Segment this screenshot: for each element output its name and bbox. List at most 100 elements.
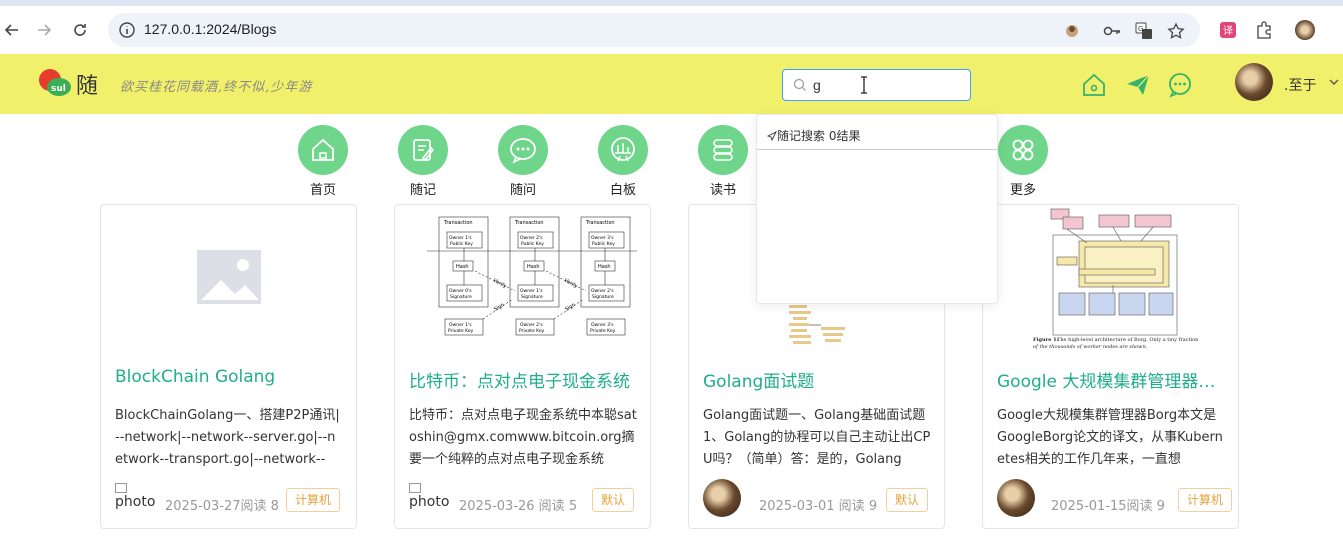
- svg-text:Public Key: Public Key: [521, 241, 544, 247]
- nav-home[interactable]: 首页: [293, 125, 353, 198]
- svg-text:Public Key: Public Key: [450, 241, 473, 247]
- svg-text:Private Key: Private Key: [448, 328, 474, 334]
- note-icon: [398, 125, 448, 175]
- more-icon: [998, 125, 1048, 175]
- extension-translate-icon[interactable]: 译: [1218, 20, 1238, 40]
- card-meta: photo 2025-03-26 阅读 5 默认: [409, 483, 639, 517]
- blog-card[interactable]: BlockChain Golang BlockChainGolang一、搭建P2…: [100, 204, 357, 529]
- send-arrow-icon: [766, 130, 778, 142]
- forward-icon[interactable]: [32, 18, 56, 42]
- borg-architecture-image: Figure 1: The high-level architecture of…: [983, 205, 1238, 355]
- card-meta: 2025-01-15阅读 9 计算机: [997, 479, 1233, 517]
- card-meta: photo 2025-03-27阅读 8 计算机: [115, 483, 345, 517]
- card-summary: Google大规模集群管理器Borg本文是GoogleBorg论文的译文，从事K…: [997, 408, 1223, 467]
- nav-questions[interactable]: 随问: [493, 125, 553, 198]
- svg-text:Owner 0's: Owner 0's: [449, 288, 472, 294]
- book-icon: [698, 125, 748, 175]
- category-tag[interactable]: 计算机: [286, 488, 341, 512]
- svg-text:Verify: Verify: [492, 278, 507, 290]
- blog-card[interactable]: Figure 1: The high-level architecture of…: [982, 204, 1239, 529]
- address-bar[interactable]: 127.0.0.1:2024/Blogs G: [108, 13, 1200, 47]
- category-tag[interactable]: 计算机: [1178, 488, 1233, 512]
- site-slogan: 欲买桂花同载酒,终不似,少年游: [120, 80, 313, 95]
- browser-toolbar: 127.0.0.1:2024/Blogs G 译: [0, 6, 1343, 54]
- card-title[interactable]: 比特币：点对点电子现金系统: [409, 372, 630, 392]
- bookmark-star-icon[interactable]: [1166, 21, 1186, 41]
- svg-text:Owner 1's: Owner 1's: [449, 235, 472, 241]
- search-input[interactable]: [813, 74, 963, 96]
- svg-text:Signature: Signature: [521, 294, 543, 300]
- svg-text:Transaction: Transaction: [443, 220, 473, 226]
- svg-text:G: G: [1138, 25, 1143, 33]
- divider: [757, 149, 997, 150]
- nav-reading[interactable]: 读书: [693, 125, 753, 198]
- home-icon[interactable]: [1081, 72, 1107, 98]
- text-cursor-icon: [861, 76, 867, 94]
- site-info-icon[interactable]: [118, 21, 136, 39]
- author-photo-broken: photo: [115, 483, 155, 509]
- site-header: sul 随 欲买桂花同载酒,终不似,少年游 .至于: [0, 54, 1343, 114]
- svg-text:Owner 2's: Owner 2's: [591, 288, 614, 294]
- svg-text:Hash: Hash: [598, 264, 611, 270]
- nav-label: 更多: [1009, 183, 1036, 198]
- svg-text:sul: sul: [51, 84, 66, 94]
- card-summary: BlockChainGolang一、搭建P2P通讯|--network|--ne…: [115, 408, 340, 467]
- svg-text:Private Key: Private Key: [590, 328, 616, 334]
- svg-text:Owner 3's: Owner 3's: [591, 235, 614, 241]
- url-text: 127.0.0.1:2024/Blogs: [144, 21, 277, 37]
- svg-text:Signature: Signature: [450, 294, 472, 300]
- svg-text:Figure 1:: Figure 1:: [1033, 337, 1059, 343]
- nav-label: 随问: [509, 183, 536, 198]
- nav-label: 随记: [409, 183, 436, 198]
- category-tag[interactable]: 默认: [886, 488, 929, 512]
- search-icon: [793, 78, 806, 91]
- logo-text: 随: [76, 74, 99, 99]
- svg-text:Owner 3's: Owner 3's: [591, 322, 614, 328]
- card-title[interactable]: Golang面试题: [703, 372, 815, 392]
- back-icon[interactable]: [0, 18, 24, 42]
- reload-icon[interactable]: [68, 18, 92, 42]
- svg-text:Private Key: Private Key: [519, 328, 545, 334]
- chevron-down-icon[interactable]: [1328, 76, 1340, 88]
- svg-text:Transaction: Transaction: [585, 220, 615, 226]
- svg-text:Sign: Sign: [564, 302, 576, 313]
- search-results-header: 随记搜索 0结果: [766, 127, 860, 144]
- translate-icon[interactable]: G: [1134, 21, 1154, 41]
- profile-avatar-icon[interactable]: [1290, 20, 1320, 40]
- svg-text:Owner 1's: Owner 1's: [520, 288, 543, 294]
- svg-text:of the thousands of worker nod: of the thousands of worker nodes are sho…: [1033, 344, 1148, 350]
- golang-mindmap-image: [689, 205, 944, 355]
- nav-whiteboard[interactable]: 白板: [593, 125, 653, 198]
- card-title[interactable]: Google 大规模集群管理器Borg: [997, 372, 1225, 392]
- extensions-puzzle-icon[interactable]: [1254, 20, 1274, 40]
- nav-label: 读书: [709, 183, 736, 198]
- svg-text:Owner 1's: Owner 1's: [449, 322, 472, 328]
- card-date: 2025-03-01 阅读 9: [759, 499, 878, 514]
- card-title[interactable]: BlockChain Golang: [115, 367, 276, 387]
- nav-more[interactable]: 更多: [993, 125, 1053, 198]
- nav-label: 白板: [609, 183, 636, 198]
- author-avatar[interactable]: [703, 479, 741, 517]
- site-logo[interactable]: sul: [38, 68, 72, 98]
- svg-text:Hash: Hash: [456, 264, 469, 270]
- user-name[interactable]: .至于: [1284, 78, 1317, 94]
- incognito-avatar-icon[interactable]: [1062, 21, 1082, 41]
- author-avatar[interactable]: [997, 479, 1035, 517]
- password-key-icon[interactable]: [1102, 21, 1122, 41]
- svg-text:Owner 2's: Owner 2's: [520, 235, 543, 241]
- nav-notes[interactable]: 随记: [393, 125, 453, 198]
- card-date: 2025-01-15阅读 9: [1051, 499, 1165, 514]
- browser-top-strip: [0, 0, 1343, 6]
- svg-text:Owner 2's: Owner 2's: [520, 322, 543, 328]
- send-plane-icon[interactable]: [1125, 72, 1151, 98]
- author-photo-broken: photo: [409, 483, 449, 509]
- user-avatar[interactable]: [1235, 63, 1273, 101]
- search-field[interactable]: [782, 69, 971, 101]
- category-tag[interactable]: 默认: [592, 488, 635, 512]
- placeholder-image: [101, 205, 356, 355]
- svg-text:Verify: Verify: [563, 278, 578, 290]
- svg-text:Sign: Sign: [493, 302, 505, 313]
- svg-text:Public Key: Public Key: [592, 241, 615, 247]
- message-icon[interactable]: [1167, 72, 1193, 98]
